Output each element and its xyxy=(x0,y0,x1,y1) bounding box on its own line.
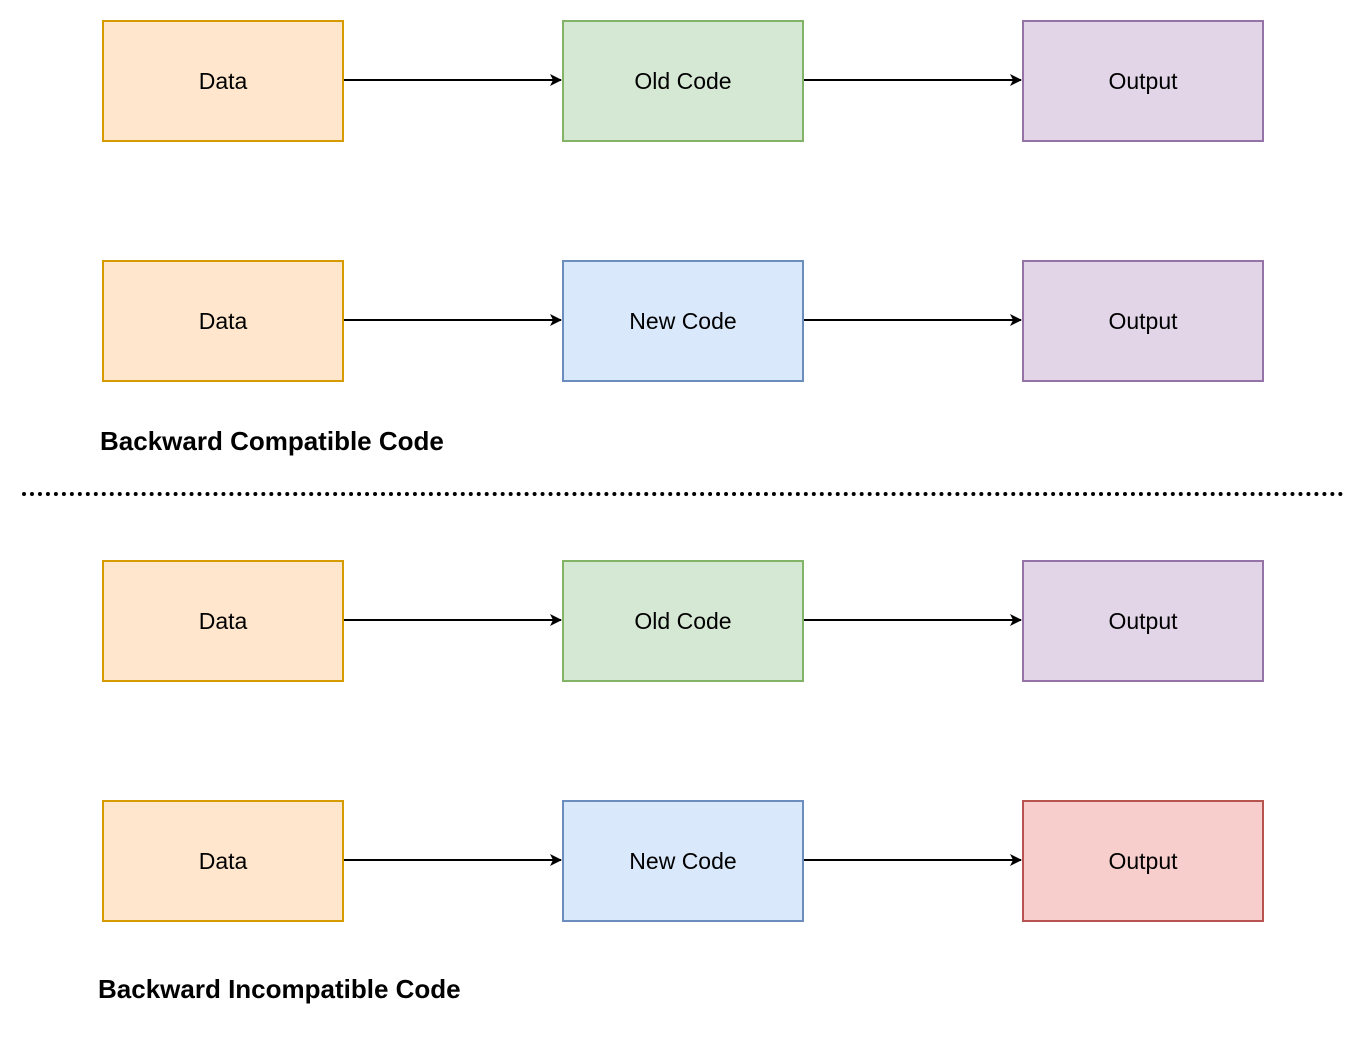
data-box: Data xyxy=(102,20,344,142)
new-code-label: New Code xyxy=(629,847,737,874)
output-label: Output xyxy=(1108,67,1178,94)
old-code-label: Old Code xyxy=(634,67,732,94)
old-code-box: Old Code xyxy=(562,560,804,682)
data-label: Data xyxy=(198,67,248,94)
output-label: Output xyxy=(1108,607,1178,634)
data-box: Data xyxy=(102,560,344,682)
data-box: Data xyxy=(102,800,344,922)
old-code-label: Old Code xyxy=(634,607,732,634)
data-label: Data xyxy=(198,607,248,634)
output-box: Output xyxy=(1022,260,1264,382)
output-box: Output xyxy=(1022,560,1264,682)
new-code-label: New Code xyxy=(629,307,737,334)
output-label: Output xyxy=(1108,847,1178,874)
output-box: Output xyxy=(1022,20,1264,142)
output-label: Output xyxy=(1108,307,1178,334)
data-label: Data xyxy=(198,847,248,874)
new-code-box: New Code xyxy=(562,800,804,922)
old-code-box: Old Code xyxy=(562,20,804,142)
data-label: Data xyxy=(198,307,248,334)
broken-output-box: Output xyxy=(1022,800,1264,922)
new-code-box: New Code xyxy=(562,260,804,382)
section-divider xyxy=(22,492,1344,496)
section-title-compatible: Backward Compatible Code xyxy=(100,426,444,456)
data-box: Data xyxy=(102,260,344,382)
section-title-incompatible: Backward Incompatible Code xyxy=(98,974,461,1004)
